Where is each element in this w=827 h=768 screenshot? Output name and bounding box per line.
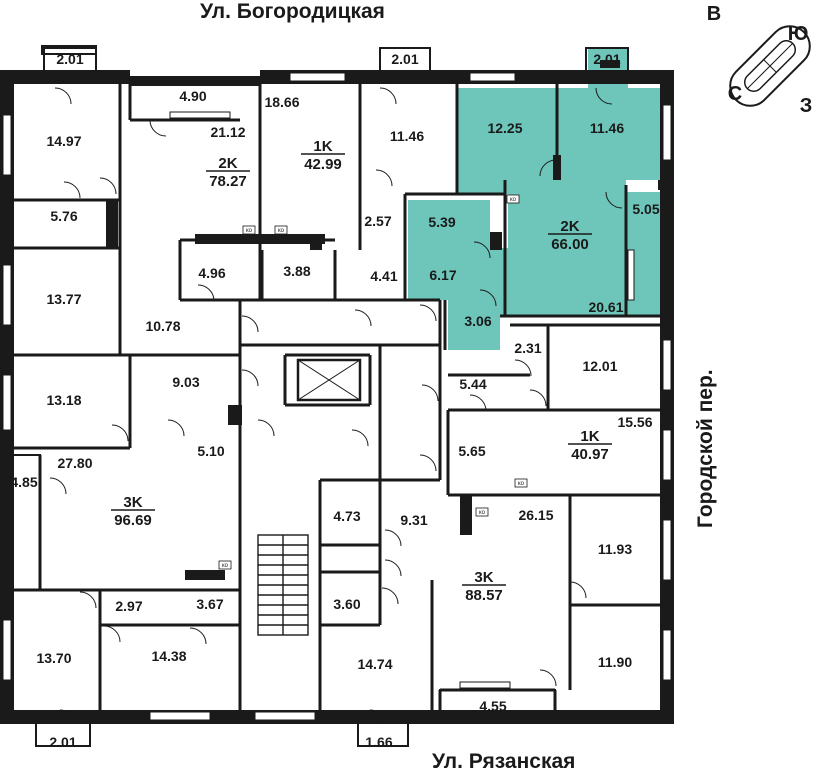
ko-marker-box <box>506 194 520 204</box>
apartment-type: 2K <box>218 155 237 172</box>
apartment-labels: 2K78.271K42.992K66.001K40.973K96.693K88.… <box>111 138 612 604</box>
room-area-label: 13.18 <box>46 392 81 408</box>
balconies <box>0 47 629 747</box>
apartment-type: 1K <box>580 428 599 445</box>
room-area-label: 14.97 <box>46 133 81 149</box>
room-area-label: 5.44 <box>459 376 486 392</box>
street-north: Ул. Богородицкая <box>200 0 385 23</box>
apartment-type: 1K <box>313 138 332 155</box>
room-area-label: 3.60 <box>333 596 360 612</box>
room-area-label: 3.67 <box>196 596 223 612</box>
room-area-label: 3.88 <box>283 263 310 279</box>
ko-marker-box <box>274 225 288 235</box>
room-area-label: 1.66 <box>365 734 392 750</box>
room-area-label: 5.76 <box>50 208 77 224</box>
highlighted-apartment[interactable] <box>408 48 668 350</box>
apartment-type: 3K <box>123 494 142 511</box>
apartment-area: 88.57 <box>465 587 503 604</box>
apartment-area: 78.27 <box>209 173 247 190</box>
ko-marker: ко <box>222 563 229 569</box>
room-area-label: 14.38 <box>151 648 186 664</box>
apartment-area: 42.99 <box>304 156 342 173</box>
room-area-label: 6.17 <box>429 267 456 283</box>
staircase <box>257 534 309 636</box>
compass-icon <box>729 25 811 107</box>
room-area-label: 9.31 <box>400 512 427 528</box>
street-south: Ул. Рязанская <box>432 750 575 768</box>
room-area-label: 18.66 <box>264 94 299 110</box>
room-area-label: 21.12 <box>210 124 245 140</box>
ko-marker: ко <box>510 197 517 203</box>
apartment-type: 2K <box>560 218 579 235</box>
room-area-label: 4.90 <box>179 88 206 104</box>
room-area-label: 3.06 <box>464 313 491 329</box>
room-area-label: 26.15 <box>518 507 553 523</box>
room-area-label: 4.55 <box>479 698 506 714</box>
room-area-label: 13.70 <box>36 650 71 666</box>
room-area-label: 4.73 <box>333 508 360 524</box>
ko-marker: ко <box>246 228 253 234</box>
room-area-label: 2.01 <box>56 51 83 67</box>
room-area-label: 5.65 <box>458 443 485 459</box>
room-area-label: 4.41 <box>370 268 397 284</box>
room-area-label: 12.25 <box>487 120 522 136</box>
room-area-label: 2.97 <box>115 598 142 614</box>
ko-marker-box <box>218 560 232 570</box>
compass-south: Ю <box>788 23 809 45</box>
apartment-area: 40.97 <box>571 446 609 463</box>
room-area-label: 2.01 <box>391 51 418 67</box>
room-area-label: 12.01 <box>582 358 617 374</box>
room-area-label: 9.03 <box>172 374 199 390</box>
windows <box>2 72 672 721</box>
structural-walls <box>106 60 670 580</box>
room-area-label: 2.31 <box>514 340 541 356</box>
ko-marker-box <box>514 478 528 488</box>
room-area-label: 11.93 <box>598 541 632 557</box>
elevator <box>296 358 362 402</box>
ko-marker-box <box>475 507 489 517</box>
room-area-label: 13.77 <box>46 291 81 307</box>
room-area-label: 11.46 <box>390 128 424 144</box>
room-area-label: 4.85 <box>10 474 37 490</box>
ko-marker: ко <box>278 228 285 234</box>
room-area-label: 15.56 <box>617 414 652 430</box>
room-area-label: 2.57 <box>364 213 391 229</box>
room-area-label: 2.01 <box>49 734 76 750</box>
room-area-label: 5.05 <box>632 201 659 217</box>
room-area-label: 14.74 <box>357 656 392 672</box>
room-area-label: 2.01 <box>593 51 620 67</box>
room-area-label: 5.39 <box>428 214 455 230</box>
doors <box>49 87 623 725</box>
ko-marker-box <box>242 225 256 235</box>
room-area-label: 11.90 <box>598 654 632 670</box>
ko-markers: ко ко ко ко ко ко <box>218 194 528 570</box>
room-area-label: 11.46 <box>590 120 624 136</box>
room-area-label: 20.61 <box>588 299 623 315</box>
room-area-label: 27.80 <box>57 455 92 471</box>
interior-walls <box>14 84 668 720</box>
compass-east: В <box>707 3 721 25</box>
compass-north: С <box>728 83 742 105</box>
ko-marker: ко <box>479 510 486 516</box>
apartment-area: 66.00 <box>551 236 589 253</box>
compass-west: З <box>800 95 813 117</box>
ko-marker: ко <box>518 481 525 487</box>
apartment-area: 96.69 <box>114 512 152 529</box>
room-labels: 2.01 4.90 14.97 21.12 18.66 2.01 11.46 2.01 12.2… <box>10 51 659 750</box>
room-area-label: 4.96 <box>198 265 225 281</box>
room-area-label: 10.78 <box>145 318 180 334</box>
room-area-label: 5.10 <box>197 443 224 459</box>
apartment-type: 3K <box>474 569 493 586</box>
street-east: Городской пер. <box>694 369 717 528</box>
